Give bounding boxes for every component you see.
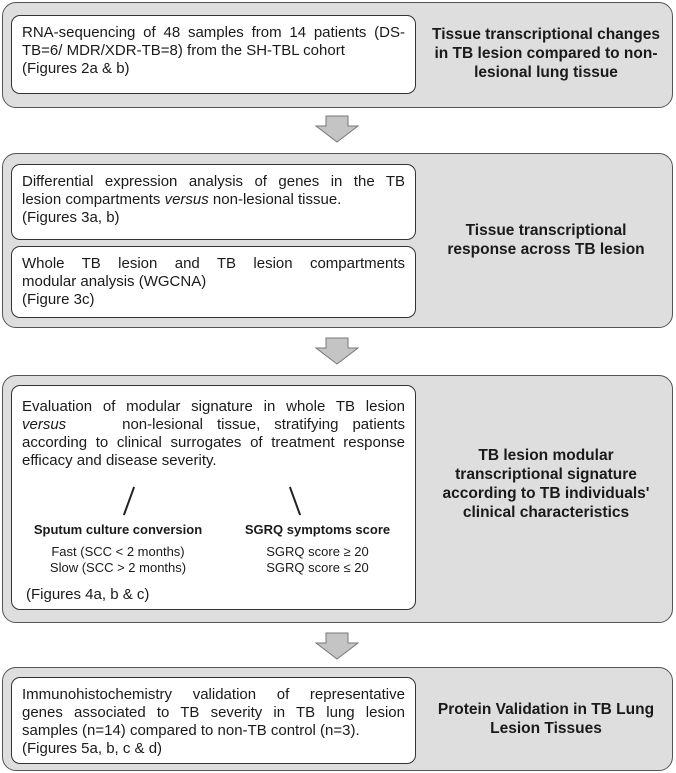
- box-text-line: Immunohistochemistry validation of repre…: [22, 686, 405, 703]
- wgcna-box: Whole TB lesion and TB lesion compartmen…: [11, 246, 416, 318]
- group-heading: Sputum culture conversion: [33, 522, 203, 537]
- connector-line: [288, 486, 302, 516]
- sgrq-group: SGRQ symptoms score SGRQ score ≥ 20 SGRQ…: [230, 522, 405, 576]
- title-line: Tissue transcriptional changes: [432, 26, 660, 43]
- figure-reference: (Figures 4a, b & c): [26, 586, 150, 603]
- step-3-panel: Evaluation of modular signature in whole…: [2, 375, 673, 623]
- title-line: in TB lesion compared to non-: [434, 45, 658, 62]
- box-text-line: RNA-sequencing of 48 samples from 14 pat…: [22, 24, 405, 41]
- step-1-panel: RNA-sequencing of 48 samples from 14 pat…: [2, 2, 673, 108]
- box-text-line: Evaluation of modular signature in whole…: [22, 398, 405, 415]
- group-item: SGRQ score ≥ 20: [266, 544, 369, 559]
- box-text-line: modular analysis (WGCNA): [22, 273, 207, 290]
- down-arrow-icon: [315, 337, 359, 365]
- box-text-line: genes associated to TB severity in TB lu…: [22, 704, 405, 721]
- group-heading: SGRQ symptoms score: [244, 522, 391, 537]
- step-1-title: Tissue transcriptional changes in TB les…: [421, 25, 671, 82]
- figure-reference: (Figures 3a, b): [22, 209, 120, 226]
- group-item: SGRQ score ≤ 20: [266, 560, 369, 575]
- step-4-title: Protein Validation in TB Lung Lesion Tis…: [421, 700, 671, 738]
- ihc-validation-box: Immunohistochemistry validation of repre…: [11, 677, 416, 764]
- connector-line: [122, 486, 136, 516]
- title-line: Tissue transcriptional: [465, 222, 627, 239]
- title-line: response across TB lesion: [447, 241, 645, 258]
- title-line: clinical characteristics: [462, 504, 630, 521]
- modular-signature-box: Evaluation of modular signature in whole…: [11, 385, 416, 610]
- differential-expression-box: Differential expression analysis of gene…: [11, 164, 416, 240]
- box-text-line: Differential expression analysis of gene…: [22, 173, 405, 190]
- group-item: Fast (SCC < 2 months): [51, 544, 185, 559]
- figure-reference: (Figures 5a, b, c & d): [22, 740, 163, 757]
- figure-reference: (Figures 2a & b): [22, 60, 130, 77]
- title-line: Lesion Tissues: [490, 720, 602, 737]
- rna-seq-box: RNA-sequencing of 48 samples from 14 pat…: [11, 15, 416, 94]
- title-line: TB lesion modular: [478, 447, 614, 464]
- step-2-panel: Differential expression analysis of gene…: [2, 153, 673, 328]
- title-line: lesional lung tissue: [474, 64, 618, 81]
- box-text-line: according to clinical surrogates of trea…: [22, 434, 405, 451]
- group-item: Slow (SCC > 2 months): [49, 560, 187, 575]
- title-line: Protein Validation in TB Lung: [437, 701, 655, 718]
- step-4-panel: Immunohistochemistry validation of repre…: [2, 667, 673, 771]
- box-text-line: lesion compartments versus non-lesional …: [22, 191, 342, 208]
- box-text-line: samples (n=14) compared to non-TB contro…: [22, 722, 360, 739]
- box-text-line: versus non-lesional tissue, stratifying …: [22, 416, 405, 433]
- down-arrow-icon: [315, 115, 359, 143]
- step-2-title: Tissue transcriptional response across T…: [421, 221, 671, 259]
- title-line: transcriptional signature: [455, 466, 637, 483]
- box-text-line: TB=6/ MDR/XDR-TB=8) from the SH-TBL coho…: [22, 42, 345, 59]
- title-line: according to TB individuals': [442, 485, 650, 502]
- box-text-line: efficacy and disease severity.: [22, 452, 217, 469]
- down-arrow-icon: [315, 632, 359, 660]
- figure-reference: (Figure 3c): [22, 291, 95, 308]
- step-3-title: TB lesion modular transcriptional signat…: [421, 446, 671, 522]
- sputum-culture-group: Sputum culture conversion Fast (SCC < 2 …: [18, 522, 218, 576]
- box-text-line: Whole TB lesion and TB lesion compartmen…: [22, 255, 405, 272]
